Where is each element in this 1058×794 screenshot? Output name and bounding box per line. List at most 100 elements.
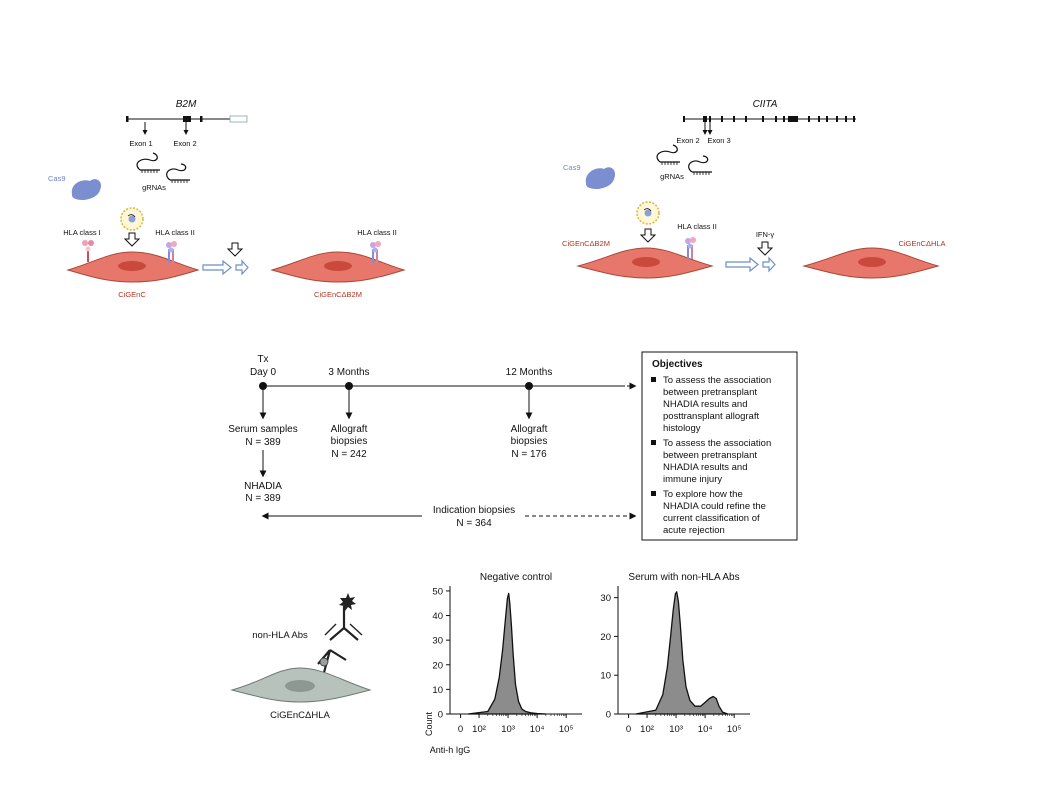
histogram-2-title: Serum with non-HLA Abs xyxy=(628,572,739,583)
cell-ciGEnC-dHLA-bottom-label: CiGEnCΔHLA xyxy=(270,710,330,721)
objective-line: To assess the association xyxy=(663,375,771,386)
antibody-icon xyxy=(317,606,363,681)
ifn-gamma-label: IFN-γ xyxy=(756,230,775,239)
timepoint-3months xyxy=(345,382,353,390)
histogram-area xyxy=(467,592,547,715)
y-tick-label: 20 xyxy=(432,660,443,671)
indication-biopsies-n: N = 364 xyxy=(456,518,492,529)
panel-ciita: CIITA Exon 2 Exon 3 xyxy=(562,99,946,279)
y-tick-label: 50 xyxy=(432,586,443,597)
endothelial-cell-grey xyxy=(230,667,372,703)
objective-line: between pretransplant xyxy=(663,387,757,398)
12months-label: 12 Months xyxy=(506,367,553,378)
x-tick-label: 10² xyxy=(472,724,486,735)
hla-class-i-molecule-icon xyxy=(82,240,94,262)
histogram-1-title: Negative control xyxy=(480,572,552,583)
x-tick-label: 10⁵ xyxy=(727,724,742,735)
objective-line: current classification of xyxy=(663,513,760,524)
hla-class-ii-molecule-icon-2 xyxy=(370,241,381,263)
nhadia-label: NHADIA xyxy=(244,481,282,492)
day0-label: Day 0 xyxy=(250,367,277,378)
study-timeline: Tx Day 0 3 Months 12 Months Serum sample… xyxy=(228,354,637,529)
transition-arrow-icon-2 xyxy=(725,256,776,273)
x-tick-label: 10³ xyxy=(501,724,515,735)
histogram-ylabel: Count xyxy=(424,712,434,737)
b2m-hla1-label: HLA class I xyxy=(63,228,101,237)
x-tick-label: 10⁴ xyxy=(698,724,713,735)
histogram-area xyxy=(635,591,729,715)
y-tick-label: 0 xyxy=(438,710,443,721)
hla-class-ii-molecule-icon-3 xyxy=(685,237,696,259)
x-tick-label: 10² xyxy=(640,724,654,735)
endothelial-cell-ciGEnC-dB2M-2 xyxy=(576,247,714,279)
ciita-cell1-label: CiGEnCΔB2M xyxy=(562,239,610,248)
objective-line: between pretransplant xyxy=(663,450,757,461)
cell-ciGEnC-dB2M-label: CiGEnCΔB2M xyxy=(314,290,362,299)
objective-line: NHADIA results and xyxy=(663,462,747,473)
down-arrow-icon-4 xyxy=(756,241,774,256)
hla-class-ii-molecule-icon xyxy=(166,241,177,263)
x-tick-label: 10³ xyxy=(669,724,683,735)
b2m-hla2-label: HLA class II xyxy=(155,228,195,237)
endothelial-cell-ciGEnC-dHLA xyxy=(802,247,940,279)
y-tick-label: 10 xyxy=(432,685,443,696)
objective-line: NHADIA results and xyxy=(663,399,747,410)
gene-b2m-label: B2M xyxy=(176,99,197,110)
non-hla-abs-label: non-HLA Abs xyxy=(252,630,308,641)
endothelial-cell-ciGEnC-dB2M xyxy=(270,251,406,283)
objective-line: acute rejection xyxy=(663,525,725,536)
objectives-title: Objectives xyxy=(652,359,703,370)
y-tick-label: 0 xyxy=(606,710,611,721)
timepoint-12months xyxy=(525,382,533,390)
timepoint-day0 xyxy=(259,382,267,390)
antigen-icon xyxy=(319,657,329,667)
y-tick-label: 10 xyxy=(600,671,611,682)
ciita-hla2-label: HLA class II xyxy=(677,222,717,231)
b2m-grnas-label: gRNAs xyxy=(142,183,166,192)
cas9-protein-icon xyxy=(71,179,102,200)
x-tick-label: 10⁵ xyxy=(559,724,574,735)
objective-line: histology xyxy=(663,423,701,434)
objective-line: To explore how the xyxy=(663,489,743,500)
ciita-gene-structure xyxy=(683,116,856,135)
b2m-gene-structure xyxy=(126,115,248,135)
down-arrow-icon xyxy=(123,232,141,247)
cell-ciGEnC-dHLA-label: CiGEnCΔHLA xyxy=(898,239,945,248)
serum-samples-n: N = 389 xyxy=(245,437,281,448)
b2m-cas9-label: Cas9 xyxy=(48,174,66,183)
gene-ciita-label: CIITA xyxy=(753,99,778,110)
endothelial-cell-ciGEnC xyxy=(66,251,200,283)
down-arrow-icon-2 xyxy=(226,242,244,257)
ciita-cas9-label: Cas9 xyxy=(563,163,581,172)
biopsy-12m-label-2: biopsies xyxy=(511,436,548,447)
b2m-exon-a-label: Exon 1 xyxy=(129,139,152,148)
x-tick-label: 10⁴ xyxy=(530,724,545,735)
b2m-exon-b-label: Exon 2 xyxy=(173,139,196,148)
fluorophore-star-icon xyxy=(339,593,356,611)
y-tick-label: 30 xyxy=(600,593,611,604)
objective-line: posttransplant allograft xyxy=(663,411,759,422)
biopsy-3m-label-2: biopsies xyxy=(331,436,368,447)
biopsy-3m-label-1: Allograft xyxy=(331,424,368,435)
transition-arrow-icon xyxy=(202,259,249,276)
y-tick-label: 30 xyxy=(432,636,443,647)
tx-label: Tx xyxy=(257,354,268,365)
nhadia-n: N = 389 xyxy=(245,493,281,504)
biopsy-12m-label-1: Allograft xyxy=(511,424,548,435)
b2m-cell2-hla2-label: HLA class II xyxy=(357,228,397,237)
ciita-exon-b-label: Exon 3 xyxy=(707,136,730,145)
down-arrow-icon-3 xyxy=(639,228,657,243)
objective-line: immune injury xyxy=(663,474,722,485)
lipid-nanoparticle-icon-2 xyxy=(636,201,660,225)
objective-line: NHADIA could refine the xyxy=(663,501,766,512)
x-tick-label: 0 xyxy=(626,724,631,735)
serum-samples-label: Serum samples xyxy=(228,424,297,435)
objective-line: To assess the association xyxy=(663,438,771,449)
antibody-binding-illustration: non-HLA Abs CiGEnCΔHLA xyxy=(230,593,372,721)
cell-ciGEnC-label: CiGEnC xyxy=(118,290,146,299)
ciita-grnas-label: gRNAs xyxy=(660,172,684,181)
